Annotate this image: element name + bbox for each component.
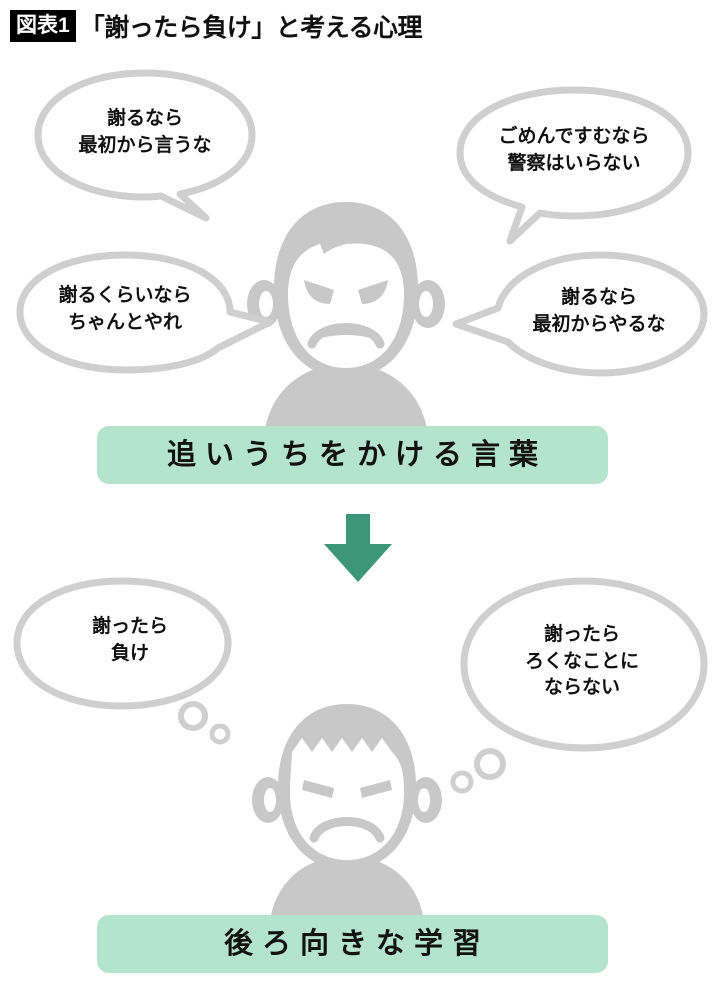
banner-top-label: 追いうちをかける言葉 [166,438,547,471]
angry-person-top-icon [247,202,445,436]
angry-person-bottom-figure [252,700,442,922]
speech-bubble-top-right: ごめんですむなら 警察はいらない [452,85,696,245]
banner-bottom: 後ろ向きな学習 [97,915,608,973]
figure-title-row: 図表1 「謝ったら負け」と考える心理 [10,8,422,44]
thought-dot-large [474,748,506,780]
thought-bubble-bottom-right-shape [450,577,708,794]
figure-number-badge: 図表1 [10,10,76,42]
speech-bubble-mid-right: 謝るなら 最初からやるな [450,250,712,377]
thought-dot-small [450,770,474,794]
speech-bubble-mid-right-shape [452,251,708,377]
page-title: 「謝ったら負け」と考える心理 [79,14,423,42]
thought-dot-small [209,723,231,745]
down-arrow-icon [322,512,394,584]
thought-bubble-bottom-right: 謝ったら ろくなことに ならない [450,576,712,794]
banner-top: 追いうちをかける言葉 [97,426,608,484]
speech-bubble-top-right-shape [456,86,692,245]
speech-bubble-mid-left-shape [16,251,274,374]
speech-bubble-top-left: 謝るなら 最初から言うな [30,68,260,222]
thought-dot-large [178,701,208,731]
angry-person-bottom-icon [252,704,442,922]
speech-bubble-mid-left: 謝るくらいなら ちゃんとやれ [12,250,274,374]
angry-person-top-figure [246,196,446,436]
banner-bottom-label: 後ろ向きな学習 [223,927,490,960]
thought-bubble-bottom-left-shape [13,577,232,745]
speech-bubble-top-left-shape [34,69,256,222]
thought-bubble-bottom-left: 謝ったら 負け [10,576,250,745]
